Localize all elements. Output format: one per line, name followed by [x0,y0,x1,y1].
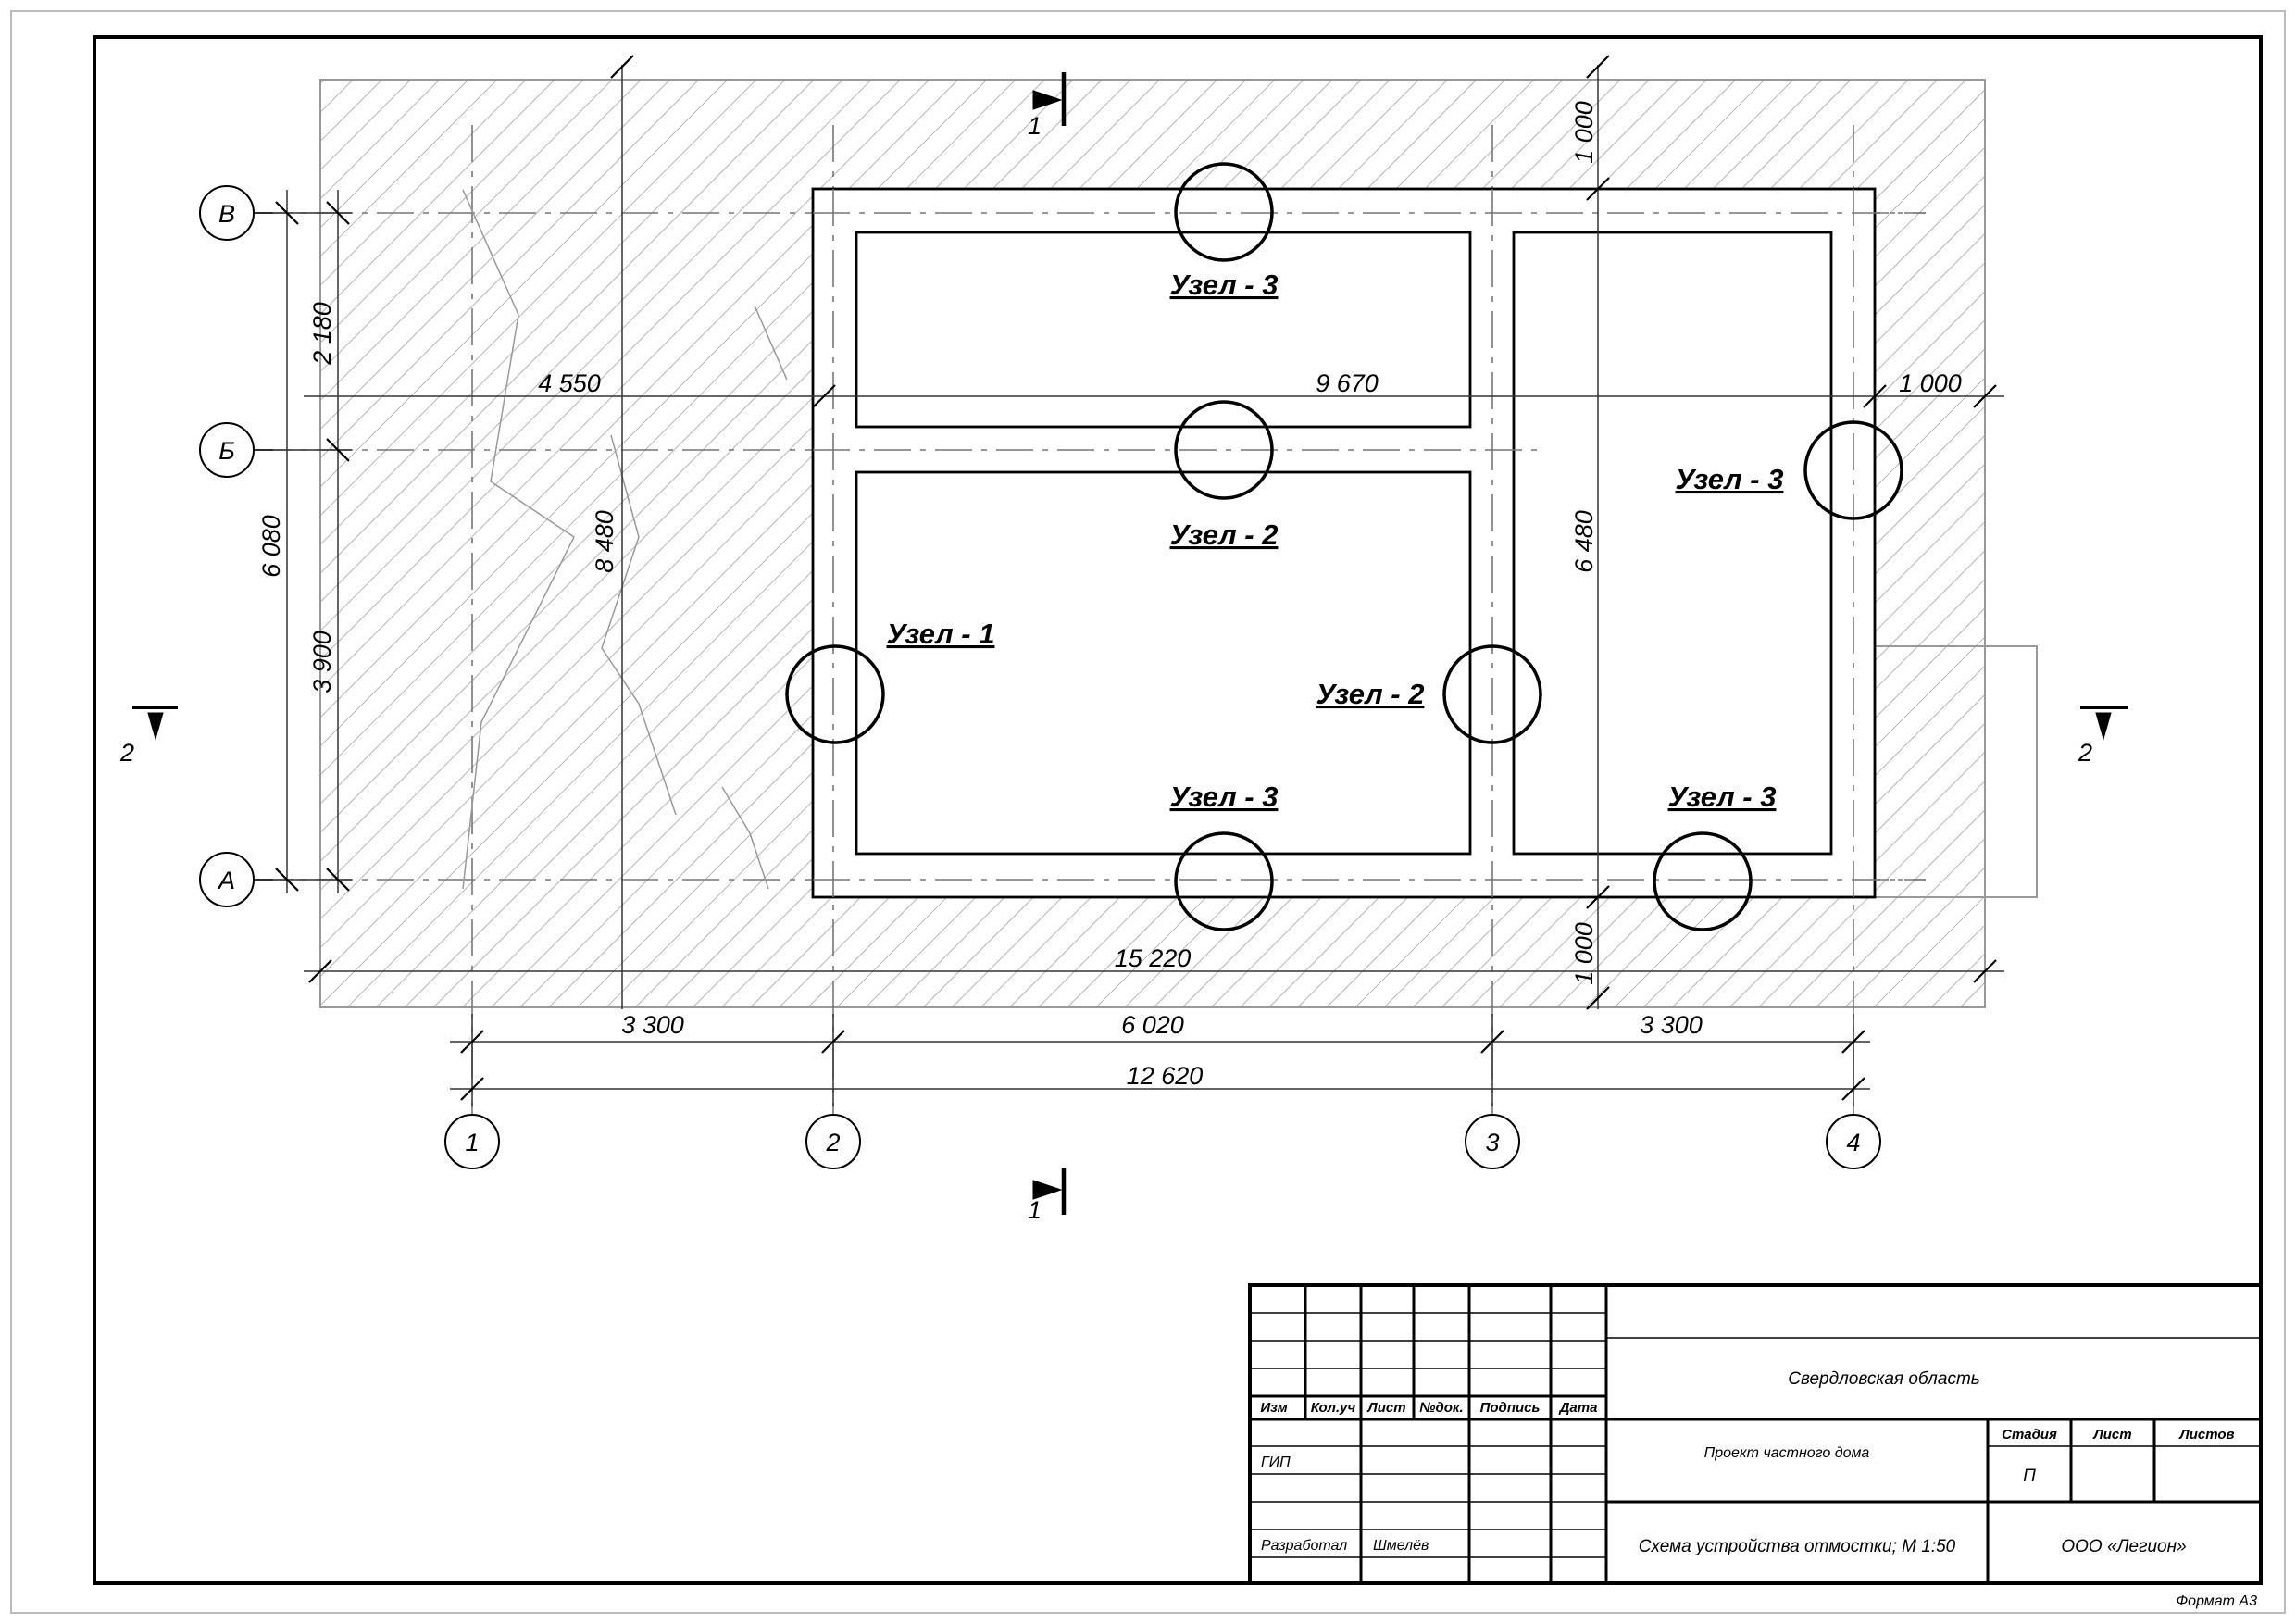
tb-header-list: Лист [1366,1400,1405,1416]
tb-header-kol-uch: Кол.уч [1311,1400,1356,1416]
house-walls [811,187,1877,899]
tb-project: Проект частного дома [1704,1445,1870,1461]
dim-12620: 12 620 [1127,1062,1204,1090]
axis-label-2: 2 [825,1129,840,1156]
tb-list-header: Лист [2092,1427,2131,1443]
node-circle-right [1803,420,1903,520]
construction-lines [462,189,788,890]
dim-1000-top: 1 000 [1570,101,1598,164]
tb-header-izm: Изм [1260,1400,1287,1416]
tb-sheet-title: Схема устройства отмостки; М 1:50 [1639,1537,1956,1556]
tb-developer-name: Шмелёв [1373,1538,1429,1554]
tb-stage-header: Стадия [2002,1427,2057,1443]
node-label-uzel-3-right: Узел - 3 [1676,463,1784,495]
tb-company: ООО «Легион» [2061,1537,2186,1556]
axis-bubbles [199,185,1881,1169]
node-label-uzel-2-right: Узел - 2 [1316,678,1425,710]
section-1-label-top: 1 [1028,112,1042,140]
node-circle-bottom-right [1653,831,1753,931]
tb-role-razrabotal: Разработал [1261,1538,1347,1554]
section-1-label-bottom: 1 [1028,1196,1042,1224]
node-circle-left [785,644,885,744]
axis-label-a: А [217,867,235,894]
tb-region: Свердловская область [1788,1369,1980,1389]
dim-6080: 6 080 [257,515,285,578]
axis-label-b: Б [218,437,235,465]
title-block [1248,1283,2263,1585]
dim-15220: 15 220 [1115,944,1192,972]
node-label-uzel-2-middle: Узел - 2 [1170,518,1279,551]
axis-label-3: 3 [1485,1129,1499,1156]
dim-4550: 4 550 [538,369,601,397]
dim-8480: 8 480 [591,510,618,573]
dim-6480: 6 480 [1570,510,1598,573]
porch-outline [1875,645,2038,898]
tb-stage-value: П [2023,1467,2036,1486]
tb-role-gip: ГИП [1261,1455,1291,1470]
dim-3300-right: 3 300 [1640,1011,1703,1039]
section-2-label-left: 2 [119,739,134,767]
tb-header-ndok: №док. [1419,1400,1463,1416]
dim-3300-left: 3 300 [621,1011,684,1039]
dim-3900: 3 900 [308,631,336,693]
dim-1000-right: 1 000 [1899,369,1962,397]
node-label-uzel-3-bottom-right: Узел - 3 [1668,781,1777,813]
dim-1000-bottom: 1 000 [1570,922,1598,985]
node-circles [785,162,1903,931]
section-2-label-right: 2 [2078,739,2092,767]
dim-6020: 6 020 [1121,1011,1184,1039]
node-label-uzel-1: Узел - 1 [887,618,995,650]
node-label-uzel-3-bottom-left: Узел - 3 [1170,781,1279,813]
node-circle-bottom-left [1174,831,1274,931]
dim-2180: 2 180 [308,302,336,366]
format-label: Формат А3 [2176,1593,2257,1609]
tb-header-podpis: Подпись [1480,1400,1541,1416]
node-circle-top [1174,162,1274,262]
axis-label-v: В [218,200,235,228]
node-circle-middle [1174,400,1274,500]
drawing-frame [93,35,2263,1585]
section-markers [132,72,2128,1215]
dim-9670: 9 670 [1316,369,1379,397]
sheet-border [10,10,2286,1614]
node-circle-right-wall [1442,644,1542,744]
tb-listov-header: Листов [2178,1427,2234,1443]
axis-label-4: 4 [1846,1129,1860,1156]
axis-label-1: 1 [465,1129,479,1156]
dimension-ticks [275,55,1997,1101]
node-label-uzel-3-top: Узел - 3 [1170,269,1279,301]
tb-header-data: Дата [1558,1400,1598,1416]
